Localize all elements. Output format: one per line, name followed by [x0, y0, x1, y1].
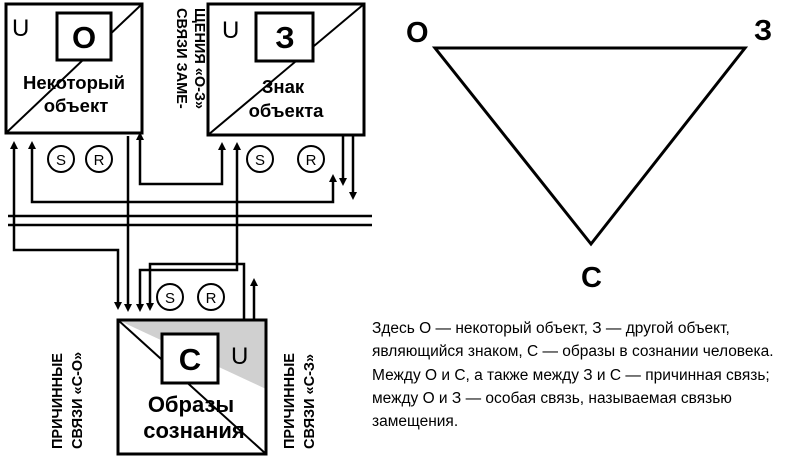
causal-co-inner-line: [27, 140, 338, 204]
object-letter-box: [55, 11, 113, 62]
consciousness-u-label: U: [231, 343, 248, 370]
consciousness-r-circle: R: [197, 283, 225, 311]
svg-text:СВЯЗИ «С-О»: СВЯЗИ «С-О»: [70, 352, 86, 449]
sign-block: U З Знак объекта: [206, 2, 366, 137]
sign-label-line1: Знак: [262, 76, 305, 97]
object-label-line2: объект: [44, 95, 109, 116]
sign-label-line2: объекта: [249, 100, 325, 121]
object-label-line1: Некоторый: [23, 72, 125, 93]
consciousness-label-line2: сознания: [143, 418, 245, 443]
sign-s-circle: S: [246, 145, 274, 173]
sign-r-circle: R: [297, 145, 325, 173]
svg-text:R: R: [306, 152, 317, 169]
triangle-shape: [431, 46, 749, 247]
causal-co-outer-line: [9, 140, 123, 311]
svg-text:ПРИЧИННЫЕ: ПРИЧИННЫЕ: [50, 353, 66, 449]
svg-text:S: S: [56, 152, 66, 169]
object-block: U О Некоторый объект: [4, 2, 144, 135]
object-letter: О: [72, 20, 96, 55]
svg-text:R: R: [94, 152, 105, 169]
triangle-vertex-o: О: [406, 17, 429, 49]
svg-text:СВЯЗИ ЗАМЕ-: СВЯЗИ ЗАМЕ-: [173, 8, 189, 109]
consciousness-letter: С: [179, 342, 201, 377]
svg-text:СВЯЗИ «С-З»: СВЯЗИ «С-З»: [302, 354, 318, 449]
triangle-vertex-z: З: [754, 15, 772, 47]
consciousness-letter-box: [160, 332, 220, 385]
object-r-circle: R: [85, 145, 113, 173]
consciousness-right-line: [145, 262, 246, 320]
sign-to-consciousness-line: [135, 141, 242, 313]
substitution-link-arrow: [135, 131, 227, 186]
svg-text:ЩЕНИЯ «О-З»: ЩЕНИЯ «О-З»: [191, 8, 207, 109]
consciousness-block: С U Образы сознания: [116, 318, 268, 456]
semiotic-triangle: О З С: [406, 15, 772, 294]
connection-bus: [8, 214, 372, 227]
sign-letter-box: [254, 11, 315, 63]
causal-links-co-label: ПРИЧИННЫЕ СВЯЗИ «С-О»: [50, 352, 86, 449]
object-s-circle: S: [47, 145, 75, 173]
svg-text:S: S: [165, 290, 175, 307]
causal-links-cz-label: ПРИЧИННЫЕ СВЯЗИ «С-З»: [282, 353, 318, 449]
svg-text:S: S: [255, 152, 265, 169]
sign-u-label: U: [222, 17, 239, 44]
connection-lines: [9, 131, 358, 320]
consciousness-s-circle: S: [156, 283, 184, 311]
sign-letter: З: [275, 20, 294, 55]
diagram-caption: Здесь О — некоторый объект, З — другой о…: [372, 320, 774, 431]
svg-text:R: R: [206, 290, 217, 307]
substitution-links-label: СВЯЗИ ЗАМЕ- ЩЕНИЯ «О-З»: [173, 8, 207, 109]
triangle-vertex-c: С: [581, 262, 602, 294]
svg-text:ПРИЧИННЫЕ: ПРИЧИННЫЕ: [282, 353, 298, 449]
object-u-label: U: [12, 15, 29, 42]
consciousness-label-line1: Образы: [148, 392, 234, 417]
